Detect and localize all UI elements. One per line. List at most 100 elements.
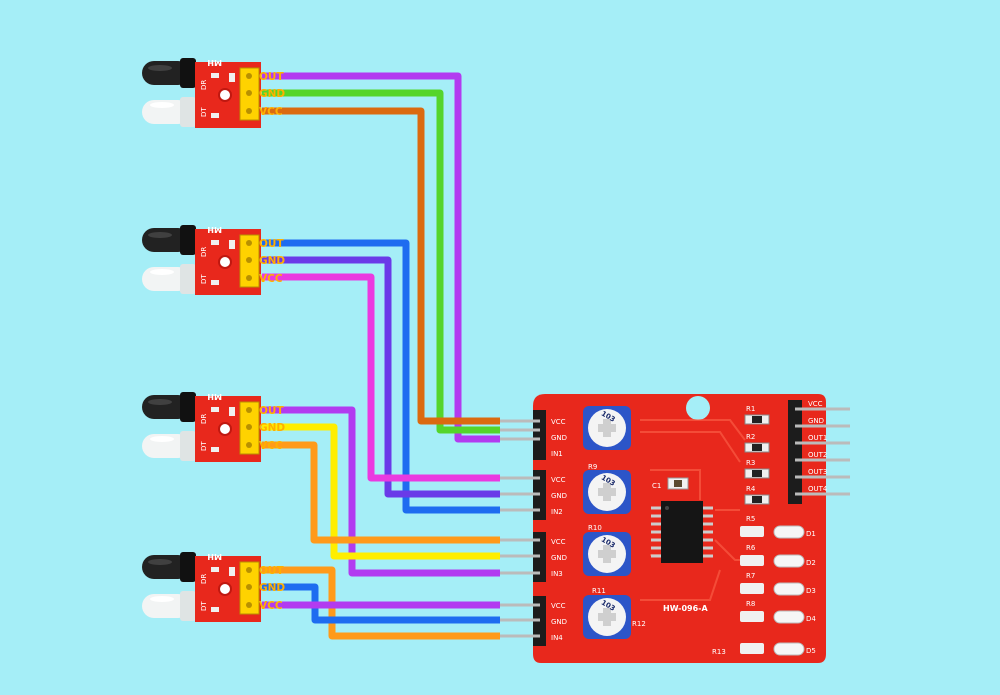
potentiometer[interactable]: 103 — [583, 470, 631, 514]
indicator-leds: D1 D2 D3 D4 D5 — [773, 525, 816, 656]
sensor-dr-label: DR — [200, 247, 208, 257]
mounting-hole — [218, 88, 232, 102]
sensor-module: MH DR DT OUT GND VCC — [142, 392, 285, 462]
sensor-dt-label: DT — [200, 441, 208, 451]
pin-label-gnd: GND — [259, 422, 285, 434]
header-pin — [246, 584, 252, 590]
capacitor-label: C1 — [652, 482, 661, 490]
pin-label-vcc: VCC — [259, 600, 283, 612]
output-header: VCC GND OUT1 OUT2 OUT3 OUT4 — [788, 400, 850, 504]
header-pin — [246, 90, 252, 96]
comparator-ic — [651, 501, 713, 563]
header-pin — [246, 108, 252, 114]
output-label: OUT1 — [808, 434, 827, 442]
wire-s1-vcc — [262, 107, 500, 425]
ir-emitter-led — [142, 552, 196, 582]
input-label-gnd: GND — [551, 554, 567, 562]
input-label-in: IN3 — [551, 570, 563, 578]
smd-component — [211, 407, 219, 412]
header-pin — [246, 257, 252, 263]
ir-emitter-led — [142, 225, 196, 255]
header-pin — [246, 602, 252, 608]
indicator-led — [773, 642, 805, 656]
output-header-block — [788, 400, 802, 504]
wire-s3-vcc — [262, 441, 500, 544]
sensor-module: MH DR DT OUT GND VCC — [142, 225, 285, 295]
sensor-dt-label: DT — [200, 601, 208, 611]
led-label: D2 — [806, 559, 816, 567]
header-pin — [246, 567, 252, 573]
potentiometer[interactable]: 103 — [583, 532, 631, 576]
wire-s3-out — [262, 406, 500, 577]
input-label-vcc: VCC — [551, 538, 566, 546]
resistor — [740, 555, 764, 566]
header-pin — [246, 73, 252, 79]
sensor-dr-label: DR — [200, 414, 208, 424]
header-pin — [246, 442, 252, 448]
input-label-in: IN1 — [551, 450, 563, 458]
pin-label-out: OUT — [259, 71, 284, 83]
smd-component — [229, 407, 235, 416]
resistor — [740, 583, 764, 594]
led-label: D3 — [806, 587, 816, 595]
pin-label-gnd: GND — [259, 255, 285, 267]
input-label-gnd: GND — [551, 434, 567, 442]
pot-label: R10 — [588, 524, 602, 532]
smd-component — [229, 567, 235, 576]
wire-s1-gnd — [262, 89, 500, 434]
sensor-dr-label: DR — [200, 574, 208, 584]
input-label-in: IN2 — [551, 508, 563, 516]
sensor-dt-label: DT — [200, 274, 208, 284]
pin-label-out: OUT — [259, 565, 284, 577]
resistor-label: R1 — [746, 405, 755, 413]
resistor-label: R8 — [746, 600, 755, 608]
resistor — [740, 611, 764, 622]
pin-label-vcc: VCC — [259, 273, 283, 285]
smd-component — [211, 280, 219, 285]
led-label: D1 — [806, 530, 816, 538]
smd-component — [211, 113, 219, 118]
board-mounting-hole — [686, 396, 710, 420]
input-label-vcc: VCC — [551, 602, 566, 610]
pin-label-out: OUT — [259, 405, 284, 417]
resistors: R1 R2 R3 R4 R5 R6 R7 R8 — [740, 405, 770, 654]
input-header-block — [533, 410, 546, 460]
input-label-gnd: GND — [551, 492, 567, 500]
pin-label-gnd: GND — [259, 582, 285, 594]
output-label: VCC — [808, 400, 823, 408]
resistor-label-r13: R13 — [712, 648, 726, 656]
ir-receiver-led — [142, 97, 196, 127]
output-label: OUT2 — [808, 451, 827, 459]
input-label-in: IN4 — [551, 634, 563, 642]
indicator-led — [773, 582, 805, 596]
ir-receiver-led — [142, 591, 196, 621]
sensor-dr-label: DR — [200, 80, 208, 90]
control-board: VCC GND IN1 VCC GND IN2 VCC GND IN3 VCC … — [500, 394, 850, 663]
input-labels: VCC GND IN1 VCC GND IN2 VCC GND IN3 VCC … — [551, 418, 567, 642]
indicator-led — [773, 525, 805, 539]
potentiometer[interactable]: 103 — [583, 595, 631, 639]
smd-component — [211, 567, 219, 572]
input-label-vcc: VCC — [551, 418, 566, 426]
smd-component — [211, 607, 219, 612]
ir-receiver-led — [142, 264, 196, 294]
potentiometer[interactable]: 103 — [583, 406, 631, 450]
sensor-brand: MH — [207, 58, 222, 67]
input-label-vcc: VCC — [551, 476, 566, 484]
pin-label-gnd: GND — [259, 88, 285, 100]
pin-label-vcc: VCC — [259, 106, 283, 118]
output-label: OUT3 — [808, 468, 827, 476]
resistor-label: R7 — [746, 572, 755, 580]
wire-s2-gnd — [262, 256, 500, 498]
mounting-hole — [218, 255, 232, 269]
resistor-label: R2 — [746, 433, 755, 441]
smd-component — [211, 73, 219, 78]
led-label: D4 — [806, 615, 816, 623]
pot-label: R11 — [592, 587, 606, 595]
resistor-label: R6 — [746, 544, 756, 552]
ir-emitter-led — [142, 392, 196, 422]
sensor-dt-label: DT — [200, 107, 208, 117]
indicator-led — [773, 554, 805, 568]
